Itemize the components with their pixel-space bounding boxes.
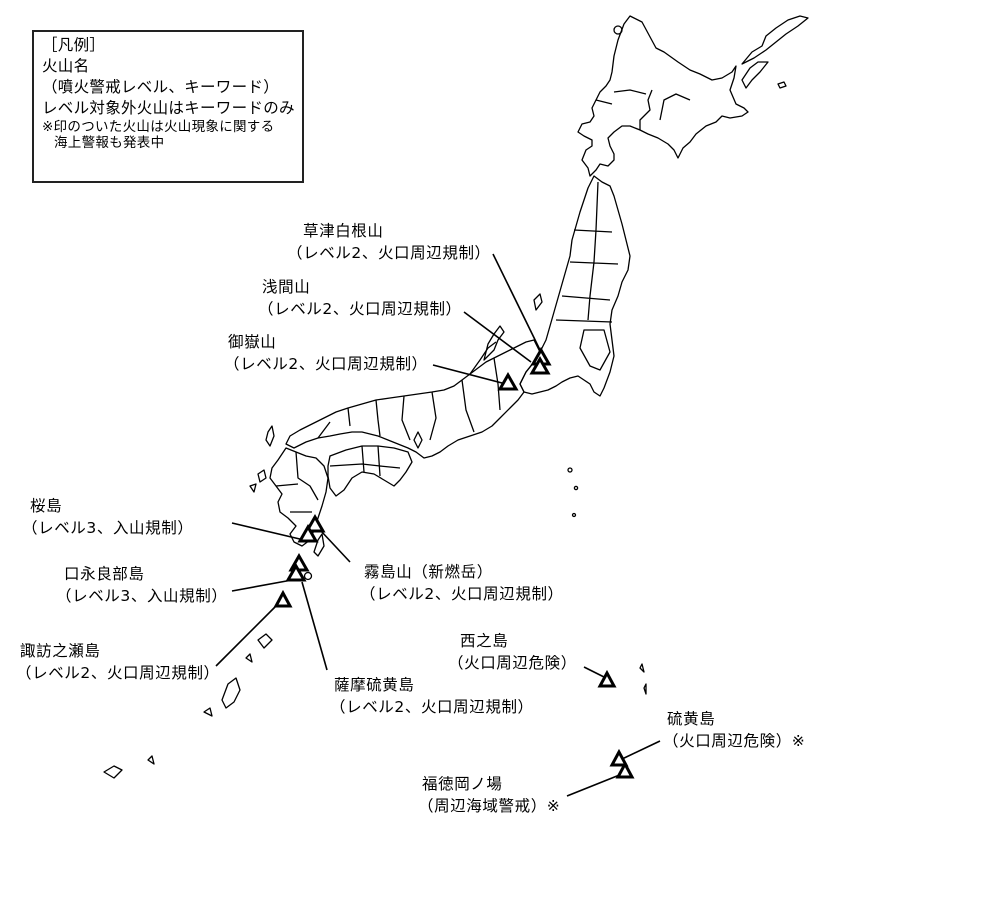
legend-note-cont: 海上警報も発表中	[54, 135, 165, 151]
label-iwoto: 硫黄島 （火口周辺危険）※	[663, 708, 805, 752]
label-fukutoku-okanoba: 福徳岡ノ場 （周辺海域警戒）※	[418, 773, 560, 817]
label-satsuma-iojima: 薩摩硫黄島 （レベル2、火口周辺規制）	[330, 674, 534, 718]
volcano-name: 口永良部島	[64, 565, 145, 583]
volcano-name: 諏訪之瀬島	[20, 642, 101, 660]
volcano-triangle-icon	[497, 371, 519, 391]
volcano-detail: （レベル2、火口周辺規制）	[224, 355, 428, 373]
volcano-detail: （レベル2、火口周辺規制）	[16, 664, 220, 682]
volcano-detail: （火口周辺危険）	[448, 654, 577, 672]
label-suwanosejima: 諏訪之瀬島 （レベル2、火口周辺規制）	[16, 640, 220, 684]
volcano-name: 西之島	[460, 632, 509, 650]
label-ontake: 御嶽山 （レベル2、火口周辺規制）	[224, 331, 428, 375]
volcano-triangle-icon	[615, 760, 635, 779]
volcano-triangle-icon	[609, 748, 629, 767]
volcano-name: 御嶽山	[228, 333, 277, 351]
volcano-triangle-icon	[297, 523, 319, 543]
volcano-detail: （レベル2、火口周辺規制）	[258, 300, 462, 318]
volcano-triangle-icon	[273, 589, 293, 608]
volcano-name: 薩摩硫黄島	[334, 676, 415, 694]
legend-line-level-keyword: （噴火警戒レベル、キーワード）	[42, 78, 280, 96]
volcano-detail: （周辺海域警戒）※	[418, 797, 561, 815]
volcano-name: 福徳岡ノ場	[422, 775, 503, 793]
label-sakurajima: 桜島 （レベル3、入山規制）	[22, 495, 193, 539]
volcano-name: 硫黄島	[667, 710, 716, 728]
volcano-triangle-icon	[304, 513, 326, 533]
legend-title: ［凡例］	[42, 36, 106, 54]
label-kirishima: 霧島山（新燃岳） （レベル2、火口周辺規制）	[360, 561, 564, 605]
volcano-detail: （レベル2、火口周辺規制）	[360, 585, 564, 603]
legend-box: ［凡例］ 火山名 （噴火警戒レベル、キーワード） レベル対象外火山はキーワードの…	[32, 30, 304, 183]
volcano-detail: （レベル2、火口周辺規制）	[330, 698, 534, 716]
label-nishinoshima: 西之島 （火口周辺危険）	[448, 630, 577, 674]
volcano-name: 桜島	[30, 497, 63, 515]
label-asama: 浅間山 （レベル2、火口周辺規制）	[258, 276, 462, 320]
volcano-detail: （レベル3、入山規制）	[56, 587, 228, 605]
volcano-triangle-icon	[597, 669, 617, 688]
volcano-name: 浅間山	[262, 278, 311, 296]
volcano-triangle-icon	[285, 562, 307, 582]
label-kusatsu-shirane: 草津白根山 （レベル2、火口周辺規制）	[287, 220, 491, 264]
legend-line-keyword-only: レベル対象外火山はキーワードのみ	[42, 99, 295, 117]
volcano-detail: （火口周辺危険）※	[663, 732, 806, 750]
volcano-triangle-icon	[529, 355, 551, 375]
label-kuchinoerabujima: 口永良部島 （レベル3、入山規制）	[56, 563, 227, 607]
legend-note: ※印のついた火山は火山現象に関する	[42, 119, 275, 135]
volcano-detail: （レベル3、入山規制）	[22, 519, 194, 537]
coastline-outline	[103, 15, 809, 779]
leader-lines	[215, 253, 661, 797]
volcano-markers	[273, 346, 635, 779]
volcano-detail: （レベル2、火口周辺規制）	[287, 244, 491, 262]
legend-line-volcano-name: 火山名	[42, 57, 90, 75]
volcano-name: 霧島山（新燃岳）	[364, 563, 493, 581]
volcano-name: 草津白根山	[303, 222, 384, 240]
